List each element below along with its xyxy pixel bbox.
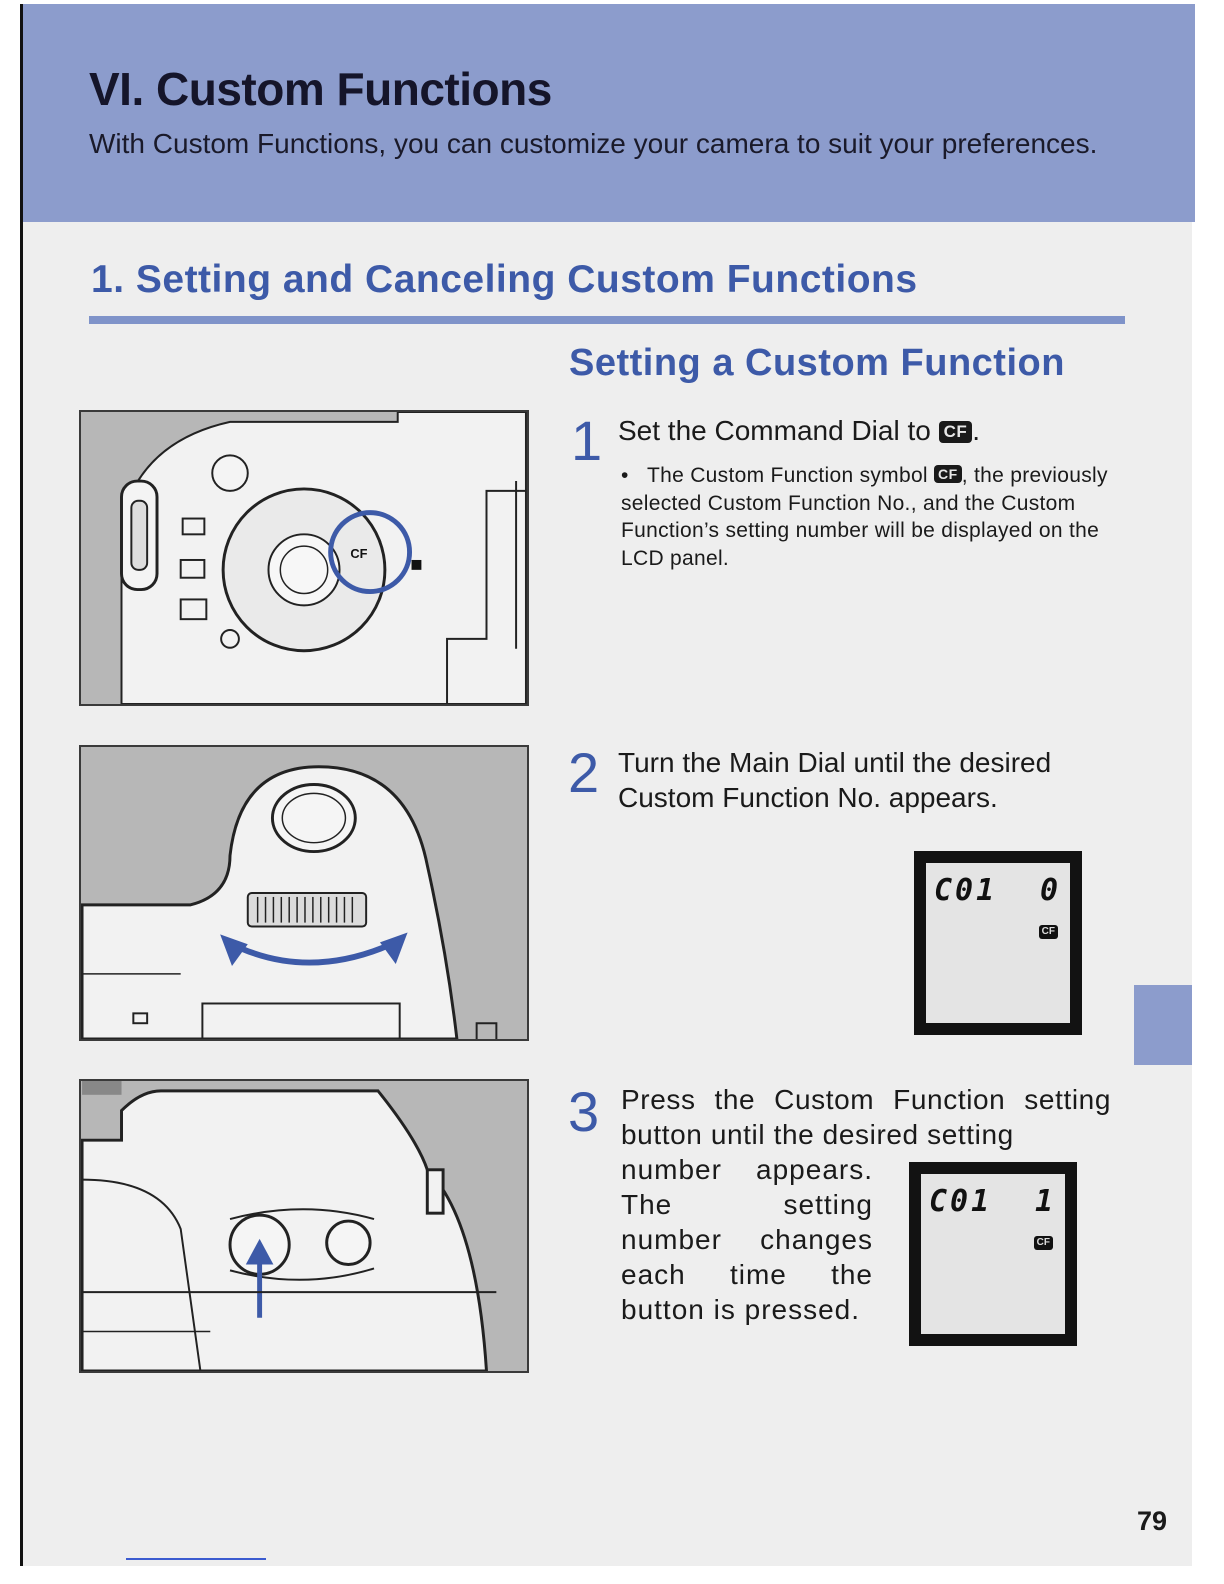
cf-button-illustration <box>79 1079 529 1373</box>
step-2-number: 2 <box>568 741 600 804</box>
main-dial-illustration <box>79 745 529 1041</box>
command-dial-drawing: CF <box>120 412 527 704</box>
main-dial-drawing <box>81 765 498 1039</box>
step-1-bullet-b: , the previously selected Custom Functio… <box>621 464 1108 570</box>
chapter-title: VI. Custom Functions <box>89 63 552 115</box>
chapter-header-band: VI. Custom Functions With Custom Functio… <box>23 4 1195 222</box>
lcd-1-cf-icon: CF <box>1038 925 1058 939</box>
page-number: 79 <box>1137 1506 1168 1536</box>
dial-cf-mark: CF <box>350 546 367 561</box>
step-1-text-main: Set the Command Dial to <box>618 415 931 446</box>
step-1-text: Set the Command Dial to CF. <box>618 413 980 448</box>
bullet-dot-icon: • <box>621 464 629 487</box>
chapter-side-tab <box>1134 985 1192 1065</box>
step-2-text: Turn the Main Dial until the desired Cus… <box>618 747 1052 813</box>
lcd-panel-1: C01 0 CF <box>914 851 1082 1035</box>
lcd-2-cf-icon: CF <box>1033 1236 1053 1250</box>
lcd-panel-2: C01 1 CF <box>909 1162 1077 1346</box>
lcd-1-code: C01 <box>934 873 998 908</box>
step-1-number: 1 <box>571 409 603 472</box>
step-3-number: 3 <box>568 1080 600 1143</box>
subsection-title: Setting a Custom Function <box>569 342 1065 384</box>
lcd-1-value: 0 <box>1039 873 1058 908</box>
lcd-2-code: C01 <box>929 1184 993 1219</box>
chapter-intro: With Custom Functions, you can customize… <box>89 128 1098 159</box>
step-3-text-b: number appears. The setting number chang… <box>621 1154 873 1325</box>
lcd-2-value: 1 <box>1034 1184 1053 1219</box>
cf-symbol-inline-icon: CF <box>934 465 962 483</box>
cf-button-drawing <box>81 1081 497 1371</box>
cf-symbol-icon: CF <box>938 421 973 443</box>
command-dial-illustration: CF <box>79 410 529 706</box>
section-title: 1. Setting and Canceling Custom Function… <box>91 258 918 301</box>
step-3-text-a: Press the Custom Function setting button… <box>621 1084 1111 1150</box>
step-1-bullet: • The Custom Function symbol CF, the prev… <box>621 462 1121 572</box>
manual-page: VI. Custom Functions With Custom Functio… <box>20 4 1195 1566</box>
step-1-bullet-a: The Custom Function symbol <box>647 464 928 487</box>
step-1-text-end: . <box>972 415 981 446</box>
bottom-link-line <box>126 1558 266 1560</box>
section-divider <box>89 316 1125 324</box>
